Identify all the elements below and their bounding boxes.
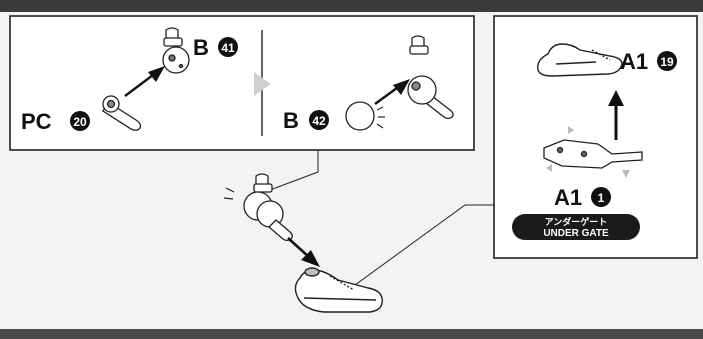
label-b41-prefix: B bbox=[193, 35, 209, 60]
leader-line-right bbox=[355, 205, 494, 285]
label-a1-19-number: 19 bbox=[660, 55, 674, 69]
badge-line-en: UNDER GATE bbox=[543, 228, 609, 239]
label-pc20-number: 20 bbox=[73, 115, 87, 129]
label-b42-prefix: B bbox=[283, 108, 299, 133]
motion-lines bbox=[224, 188, 234, 199]
bottom-band bbox=[0, 329, 703, 339]
top-band bbox=[0, 0, 703, 12]
label-a1-1-prefix: A1 bbox=[554, 185, 582, 210]
label-pc20-prefix: PC bbox=[21, 109, 52, 134]
label-a1-1-number: 1 bbox=[598, 191, 605, 205]
label-a1-19-prefix: A1 bbox=[620, 49, 648, 74]
label-b41-number: 41 bbox=[221, 41, 235, 55]
badge-line-jp: アンダーゲート bbox=[545, 216, 608, 228]
label-b42-number: 42 bbox=[312, 114, 326, 128]
arrow-to-shoe bbox=[288, 238, 320, 267]
leader-line-left bbox=[270, 150, 318, 190]
